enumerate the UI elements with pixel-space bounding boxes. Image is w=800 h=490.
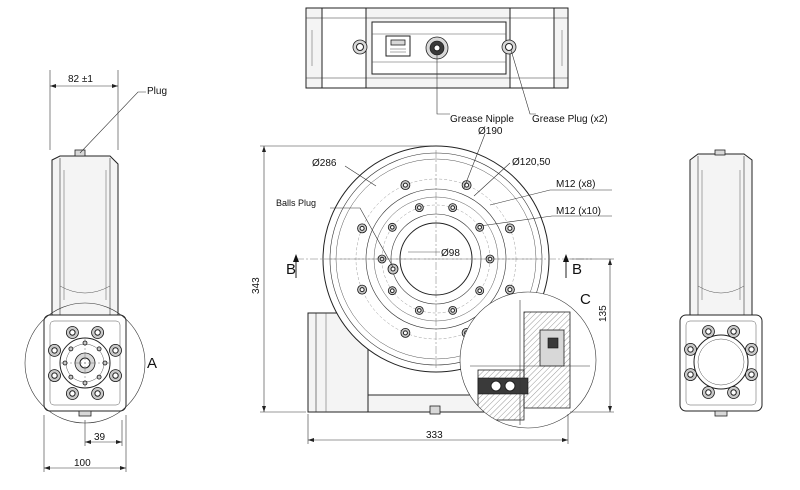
- balls-plug-leader: [330, 207, 394, 268]
- flange-hole-icon: [68, 346, 74, 352]
- front-view: B B C Ø190 Ø286 Ø120,50 M12 (x8) M12 (x1: [251, 126, 614, 444]
- dim-333-label: 333: [426, 430, 443, 441]
- right-view-bolts: [684, 325, 758, 399]
- outer-holes-m12-x8: [357, 180, 515, 338]
- m12-x10-label: M12 (x10): [556, 206, 601, 217]
- grease-plug-right-icon: [501, 39, 517, 55]
- left-view-bolts: [48, 326, 122, 400]
- dim-39-label: 39: [94, 432, 106, 443]
- section-b-left-label: B: [286, 261, 296, 278]
- section-b-right-label: B: [572, 261, 582, 278]
- dia-286-leader: [344, 165, 377, 187]
- balls-plug-label: Balls Plug: [276, 198, 316, 208]
- dia-286-label: Ø286: [312, 158, 337, 169]
- dim-82-label: 82 ±1: [68, 74, 93, 85]
- dim-343-label: 343: [251, 277, 262, 294]
- dim-135-label: 135: [598, 305, 609, 322]
- nameplate-icon: [385, 35, 411, 57]
- top-view: Grease Nipple Grease Plug (x2): [305, 7, 608, 125]
- detail-c-section: [460, 292, 596, 428]
- right-view-upper-body: [689, 153, 753, 316]
- detail-c-label: C: [580, 291, 591, 308]
- detail-c-circle: [459, 291, 597, 429]
- grease-plug-label: Grease Plug (x2): [532, 114, 608, 125]
- grease-nipple-leader: [436, 50, 450, 115]
- flange-hole-icon: [96, 346, 102, 352]
- top-view-right-housing: [509, 7, 555, 89]
- dim-100-label: 100: [74, 458, 91, 469]
- m12-x8-leader: [489, 189, 612, 206]
- m12-x8-label: M12 (x8): [556, 179, 595, 190]
- dia-190-label: Ø190: [478, 126, 503, 137]
- grease-plug-left-icon: [352, 39, 368, 55]
- grease-nipple-icon: [425, 36, 449, 60]
- view-a-label: A: [147, 355, 157, 372]
- left-view-flange-holes: [62, 340, 108, 386]
- left-view-upper-body: [51, 155, 119, 316]
- plug-leader: [79, 91, 146, 154]
- grease-nipple-label: Grease Nipple: [450, 114, 514, 125]
- m12-x10-leader: [479, 215, 612, 227]
- right-plug-icon: [714, 149, 726, 156]
- flange-hole-icon: [68, 374, 74, 380]
- right-view-cover: [693, 334, 749, 390]
- balls-plug-icon: [387, 263, 399, 275]
- grease-plug-leader: [510, 49, 536, 115]
- flange-hole-icon: [96, 374, 102, 380]
- right-side-view: [679, 149, 763, 417]
- flange-hole-icon: [62, 360, 68, 366]
- plug-label: Plug: [147, 86, 167, 97]
- flange-hole-icon: [102, 360, 108, 366]
- left-side-view: 82 ±1 Plug 39 100 A: [24, 70, 167, 472]
- dia-120-label: Ø120,50: [512, 157, 551, 168]
- dia-98-label: Ø98: [441, 248, 460, 259]
- flange-hole-icon: [82, 340, 88, 346]
- dia-120-leader: [473, 162, 511, 197]
- flange-hole-icon: [82, 380, 88, 386]
- dia-190-leader: [463, 133, 486, 189]
